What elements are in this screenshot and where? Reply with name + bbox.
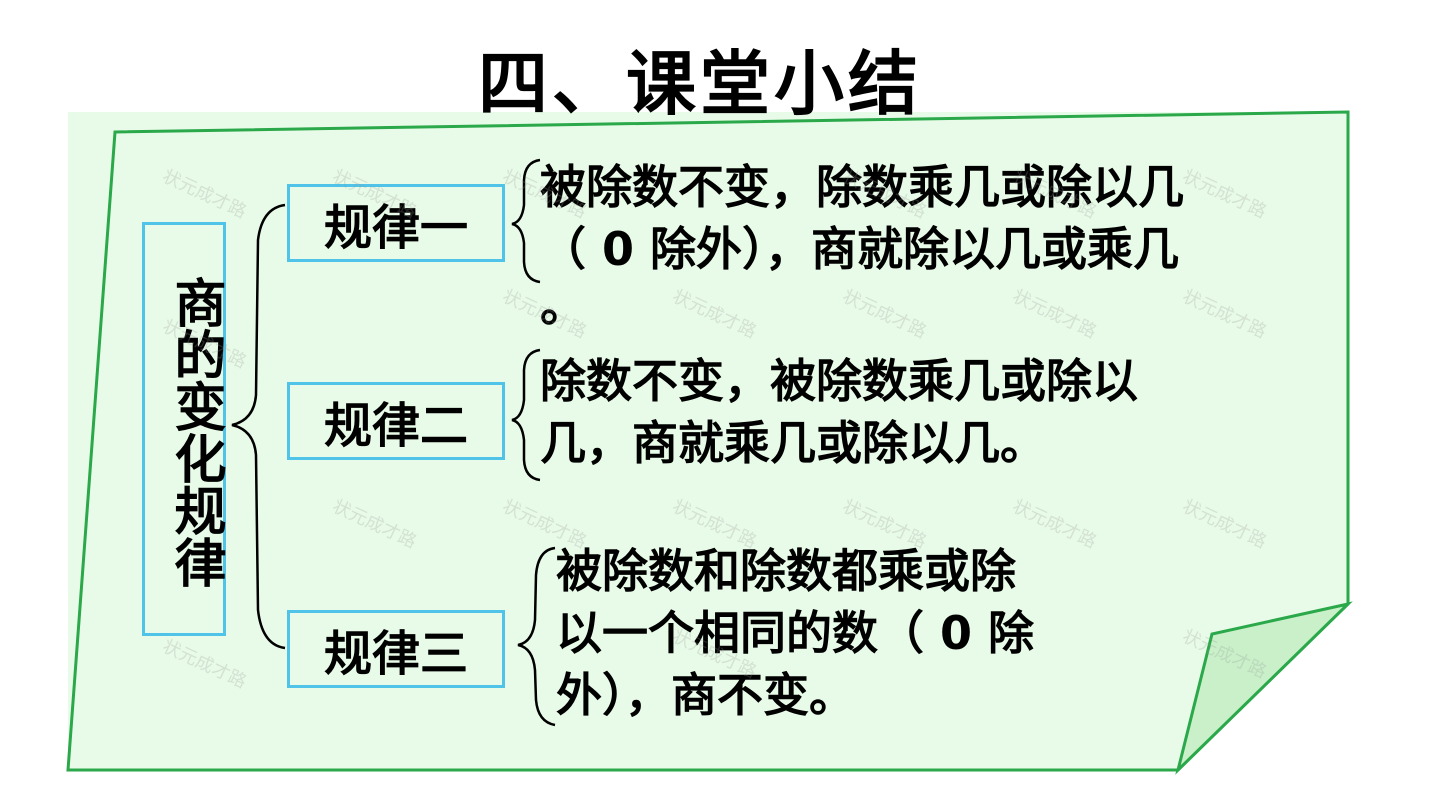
rule-3-line-2: 以一个相同的数（ 0 除 (556, 606, 1035, 660)
brace-1 (511, 158, 541, 284)
rule-1-line-1: 被除数不变，除数乘几或除以几 (540, 160, 1184, 214)
rule-3-line-3: 外），商不变。 (556, 668, 855, 722)
page-title: 四、课堂小结 (478, 43, 922, 125)
note-fold (1175, 601, 1353, 775)
rule-3-line-1: 被除数和除数都乘或除 (556, 544, 1016, 598)
brace-2 (511, 348, 541, 482)
rule-2-line-2: 几，商就乘几或除以几。 (540, 416, 1046, 470)
rule-2-text: 除数不变，被除数乘几或除以 几，商就乘几或除以几。 (540, 350, 1320, 474)
rule-2-line-1: 除数不变，被除数乘几或除以 (540, 354, 1138, 408)
main-label-box: 商的变化规律 (142, 222, 226, 636)
rule-3-box: 规律三 (287, 610, 505, 688)
rule-1-text: 被除数不变，除数乘几或除以几 （ 0 除外），商就除以几或乘几 。 (540, 156, 1340, 336)
note-paper (68, 112, 1348, 770)
main-brace (231, 203, 286, 650)
rule-3-text: 被除数和除数都乘或除 以一个相同的数（ 0 除 外），商不变。 (556, 540, 1156, 726)
main-label: 商的变化规律 (165, 276, 225, 588)
brace-3 (517, 546, 556, 727)
rule-1-box: 规律一 (287, 184, 505, 262)
rule-1-line-2: （ 0 除外），商就除以几或乘几 (540, 222, 1180, 276)
rule-1-line-3: 。 (540, 278, 586, 332)
rule-2-box: 规律二 (287, 382, 505, 460)
